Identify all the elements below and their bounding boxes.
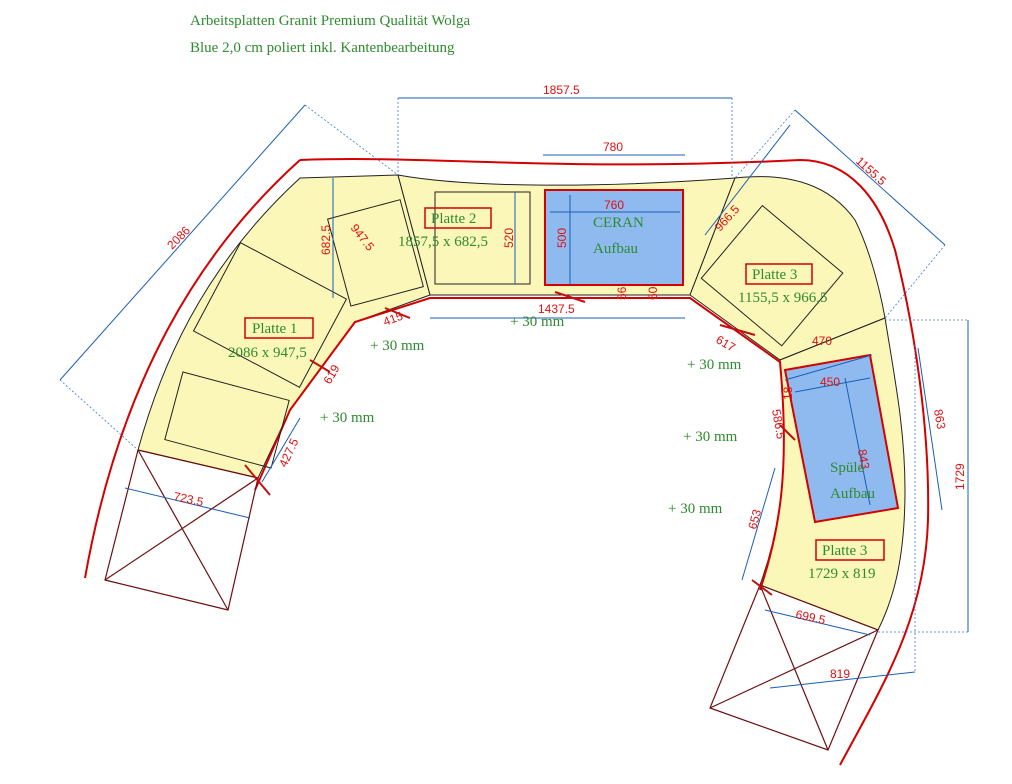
dim-2086: 2086 [164,223,193,252]
note-plus30: + 30 mm [687,357,742,373]
dim-line-843 [844,377,871,506]
dim-415: 415 [381,309,405,329]
sink-label-1: Spüle [830,460,865,476]
seam-marker [384,307,411,319]
dim-1729: 1729 [953,463,967,490]
panel-3a-name: Platte 3 [752,267,797,283]
inner-outline [254,297,785,591]
outer-outline [299,158,930,766]
cabinet-box [700,204,844,347]
dim-18: 18 [781,386,795,400]
cabinet-box [434,191,531,285]
cabinet-box [192,242,348,388]
dim-line-11555 [794,109,946,246]
seam-marker [309,359,331,373]
panel-2-label-box [424,207,492,229]
dim-line-819 [769,671,916,689]
dim-653: 653 [745,507,764,530]
panel-1-shape [137,174,431,479]
dim-line-450 [794,377,871,393]
note-plus30: + 30 mm [510,314,565,330]
seam-marker [554,291,586,303]
dim-14375: 1437.5 [538,302,575,316]
dim-ext [304,104,399,176]
cabinet-cross-right [709,584,879,751]
seam-marker [244,464,271,496]
panel-2-name: Platte 2 [431,211,476,227]
ceran-cooktop [544,189,684,286]
panel-1-size: 2086 x 947,5 [228,345,307,361]
panel-3b-size: 1729 x 819 [808,566,876,582]
dim-ext [59,379,139,451]
panel-3b-label-box [815,539,885,561]
panel-1-label-box [244,317,314,339]
note-plus30: + 30 mm [683,429,738,445]
title-line-2: Blue 2,0 cm poliert inkl. Kantenbearbeit… [190,40,455,56]
dim-line-2086 [59,104,306,381]
dim-5865: 586.5 [769,408,788,440]
dim-1857: 1857.5 [543,83,580,97]
dim-line-470 [784,354,873,381]
dim-500: 500 [555,228,569,248]
note-plus30: + 30 mm [320,410,375,426]
panel-2-size: 1857,5 x 682,5 [398,234,488,250]
dim-819: 819 [830,667,850,681]
dim-line-9665 [704,124,791,236]
dim-520: 520 [502,228,516,248]
dim-ext [734,109,796,179]
panel-3a-label-box [745,263,813,285]
dim-843: 843 [855,448,872,470]
ceran-label-2: Aufbau [593,241,638,257]
cabinet-box [327,199,424,307]
dim-617: 617 [714,332,739,354]
dim-line-863 [917,347,943,511]
dim-6995: 699.5 [794,607,827,627]
dim-760: 760 [604,198,624,212]
dim-450: 450 [820,375,840,389]
cabinet-box [164,371,290,469]
dim-line-7235 [124,487,251,519]
panel-1-name: Platte 1 [252,321,297,337]
dim-ext [884,244,946,319]
seam-marker [751,579,773,596]
seam-marker [719,324,756,336]
panel-3a-shape [689,176,886,361]
note-plus30: + 30 mm [370,338,425,354]
seam-marker [779,424,796,441]
outer-outline-left [84,159,301,579]
dim-line-653 [741,467,776,581]
dim-470: 470 [812,334,832,348]
note-plus30: + 30 mm [668,501,723,517]
title-line-1: Arbeitsplatten Granit Premium Qualität W… [190,13,470,29]
dim-line-4275 [261,417,301,483]
dim-56: 56 [615,286,629,300]
dim-6825: 682.5 [319,225,333,255]
dim-780: 780 [603,140,623,154]
dim-line-6995 [764,609,871,636]
dim-7235: 723.5 [172,489,205,509]
ceran-label-1: CERAN [593,215,644,231]
dim-60: 60 [646,286,660,300]
panel-3b-name: Platte 3 [822,543,867,559]
cabinet-cross-left [104,449,259,611]
dim-863: 863 [931,408,948,430]
panel-3a-size: 1155,5 x 966,5 [738,290,827,306]
sink [783,353,900,524]
sink-label-2: Aufbau [830,486,875,502]
